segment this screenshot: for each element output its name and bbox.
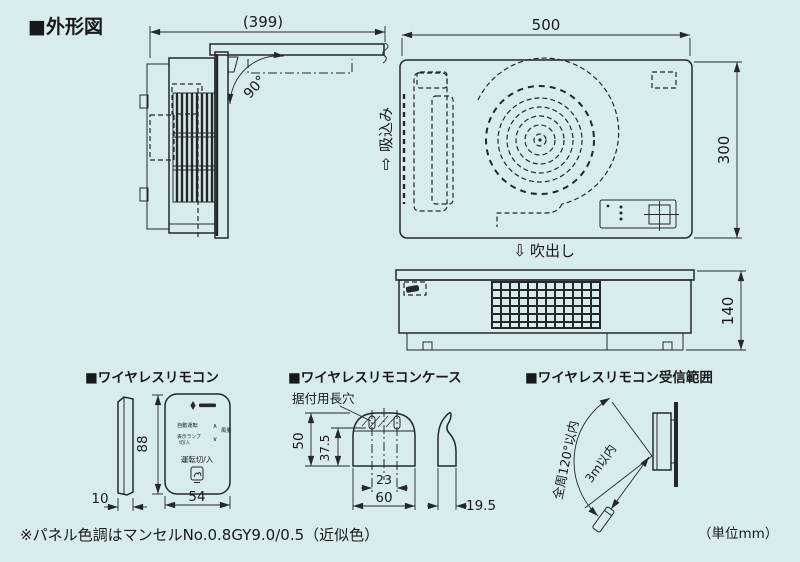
dim-case-depth-label: 19.5 bbox=[466, 498, 496, 514]
front-knockout bbox=[651, 71, 677, 89]
lamp-label-line1: 表示ランプ bbox=[177, 433, 201, 440]
control-panel bbox=[599, 199, 679, 231]
dim-height-label: 88 bbox=[135, 435, 151, 452]
outlet-label: 吹出し bbox=[530, 242, 575, 260]
bottom-face bbox=[398, 279, 692, 334]
bottom-view: 140 bbox=[395, 269, 746, 351]
intake-label: 吸込み bbox=[377, 107, 395, 152]
dim-10: 10 bbox=[91, 491, 147, 511]
fan-label: 風量 bbox=[221, 427, 231, 434]
remote-case-section: ■ワイヤレスリモコンケース 据付用長穴 50 bbox=[288, 370, 496, 514]
dim-50: 50 bbox=[291, 412, 350, 467]
fan-up-label: ∧ bbox=[213, 422, 218, 430]
remote-section: ■ワイヤレスリモコン 10 自動運転 ∧ 風量 ∨ 表示ランプ 切/入 bbox=[85, 370, 231, 511]
front-left-duct bbox=[402, 71, 454, 212]
dim-140: 140 bbox=[686, 270, 746, 351]
slot-leader-line bbox=[339, 405, 372, 422]
cord-detail bbox=[403, 281, 427, 296]
intake-arrow-icon: ⇧ bbox=[379, 155, 392, 174]
mounting-slot-label: 据付用長穴 bbox=[292, 391, 355, 406]
front-view: 500 300 bbox=[399, 16, 742, 239]
dim-slot-pitch-label: 23 bbox=[376, 472, 392, 487]
case-front-view bbox=[352, 408, 416, 492]
dim-case-width-label: 60 bbox=[375, 490, 392, 506]
mitsubishi-logo bbox=[190, 401, 216, 410]
remote-side-view bbox=[117, 396, 134, 496]
dim-height-label: 300 bbox=[715, 136, 733, 165]
dim-depth-label: 140 bbox=[719, 297, 737, 326]
remote-front-view: 自動運転 ∧ 風量 ∨ 表示ランプ 切/入 運転切/入 bbox=[164, 393, 231, 495]
dim-19-5: 19.5 bbox=[427, 468, 496, 514]
dim-thickness-label: 10 bbox=[91, 491, 108, 507]
reception-section-title: ■ワイヤレスリモコン受信範囲 bbox=[525, 369, 713, 386]
auto-button-label: 自動運転 bbox=[177, 421, 198, 429]
dim-inner-height-label: 37.5 bbox=[318, 435, 332, 462]
fan-scroll bbox=[477, 57, 620, 227]
reception-unit bbox=[652, 402, 678, 487]
case-side-view bbox=[437, 412, 457, 467]
dim-case-height-label: 50 bbox=[291, 432, 307, 449]
outlet-arrow-icon: ⇩ bbox=[513, 241, 526, 260]
brand-mark-icon bbox=[190, 466, 204, 483]
reception-remote bbox=[592, 506, 615, 533]
panel-color-note: ※パネル色調はマンセルNo.0.8GY9.0/0.5（近似色） bbox=[20, 526, 379, 544]
dim-500: 500 bbox=[401, 16, 691, 56]
dim-width-label: 54 bbox=[188, 489, 205, 505]
page-title: ■外形図 bbox=[28, 15, 103, 38]
dim-88: 88 bbox=[135, 394, 163, 495]
lamp-label-line2: 切/入 bbox=[179, 439, 190, 446]
dim-depth-label: (399) bbox=[243, 13, 283, 31]
side-grille bbox=[172, 88, 216, 240]
dim-37-5: 37.5 bbox=[318, 427, 366, 466]
dim-width-label: 500 bbox=[532, 16, 561, 34]
outlet-label-group: ⇩ 吹出し bbox=[513, 241, 575, 260]
dim-399: (399) bbox=[149, 13, 389, 58]
power-button-label: 運転切/入 bbox=[181, 455, 214, 464]
fan-down-label: ∨ bbox=[213, 435, 218, 443]
unit-label: （単位mm） bbox=[698, 526, 778, 542]
dim-300: 300 bbox=[694, 61, 742, 239]
remote-section-title: ■ワイヤレスリモコン bbox=[85, 370, 219, 386]
bottom-base bbox=[406, 333, 684, 351]
dim-54: 54 bbox=[164, 489, 231, 509]
intake-label-group: ⇧ 吸込み bbox=[377, 107, 395, 174]
front-panel-outline bbox=[399, 59, 693, 239]
case-section-title: ■ワイヤレスリモコンケース bbox=[288, 370, 462, 386]
slot-hatch bbox=[361, 414, 397, 428]
dim-60: 60 bbox=[352, 468, 416, 510]
dim-23: 23 bbox=[361, 472, 408, 492]
bottom-mesh bbox=[491, 281, 601, 329]
